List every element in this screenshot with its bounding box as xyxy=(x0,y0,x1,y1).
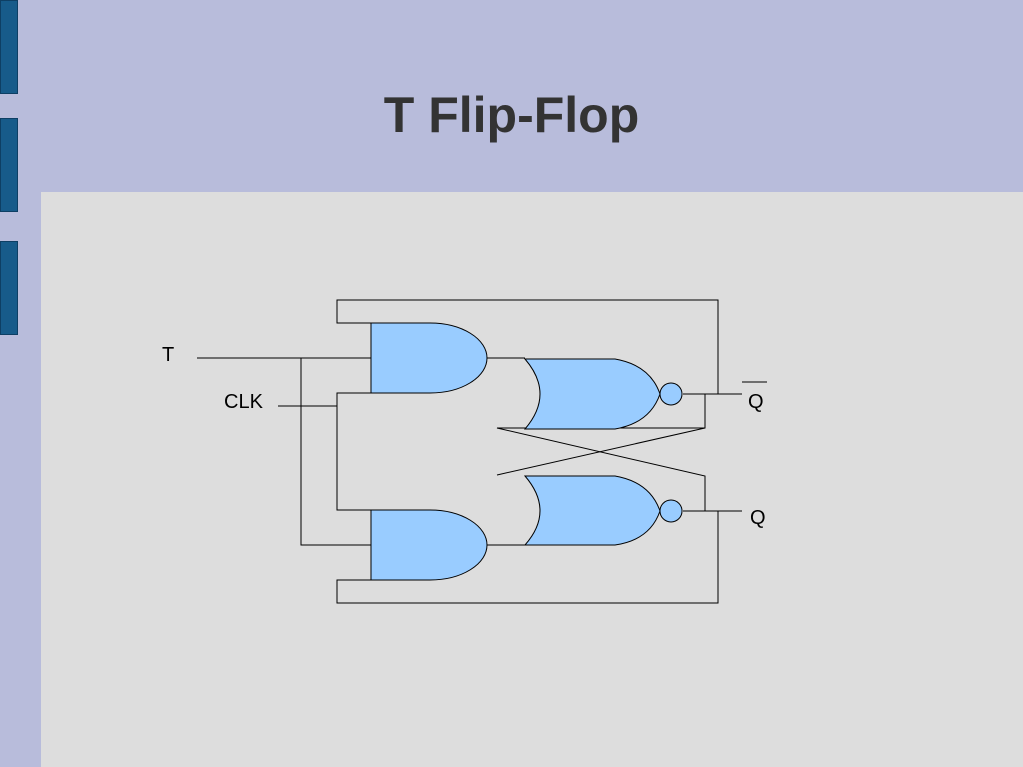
upper-nand-bubble xyxy=(659,382,683,406)
side-tab-1 xyxy=(0,0,18,94)
q-output-label: Q xyxy=(750,507,766,529)
lower-nand-bubble xyxy=(659,499,683,523)
upper-and-gate xyxy=(370,322,488,394)
bottom-feedback-wire xyxy=(336,511,719,604)
lower-nand-gate xyxy=(523,475,661,546)
cross-wire-top-to-bottom xyxy=(496,394,706,511)
side-tab-2 xyxy=(0,118,18,212)
q-bar-output-label: Q xyxy=(748,391,764,413)
top-feedback-wire xyxy=(336,299,719,394)
t-input-label: T xyxy=(162,344,174,366)
cross-wire-bottom-to-top xyxy=(496,427,706,476)
slide-title: T Flip-Flop xyxy=(383,87,640,143)
lower-and-gate xyxy=(370,509,488,581)
upper-nand-gate xyxy=(523,358,661,430)
side-tab-3 xyxy=(0,241,18,335)
clk-input-label: CLK xyxy=(224,391,264,413)
t-to-lower-and-wire xyxy=(300,358,371,546)
clk-to-gates-wire xyxy=(336,392,371,511)
